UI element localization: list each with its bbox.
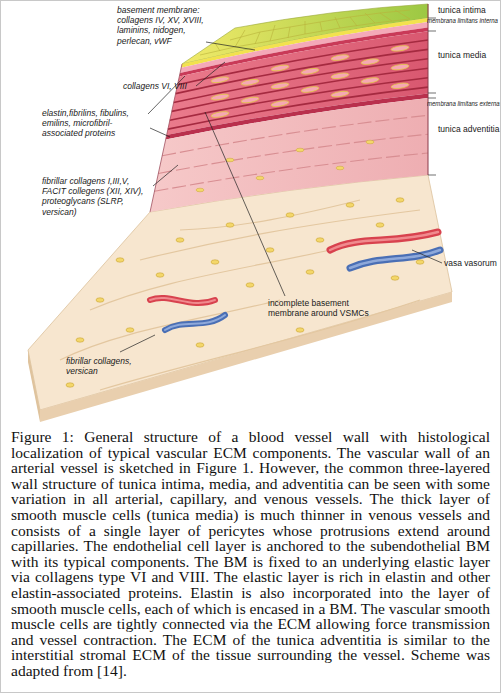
arteriole (330, 232, 438, 250)
fibroblast-cell (346, 203, 354, 207)
vasa-vasorum-vessels (150, 232, 440, 330)
tissue-side-face (28, 350, 40, 422)
vsmc (391, 45, 409, 52)
layer-label: tunica adventitia (438, 124, 499, 134)
layer-tick (428, 175, 436, 176)
leader-line (205, 112, 285, 296)
component-label: fibrillar collagens I,III,V, FACIT colle… (42, 176, 154, 217)
fibroblast-cell (196, 188, 204, 192)
fibroblast-cell (116, 258, 124, 262)
vsmc (211, 76, 230, 84)
leader-line (150, 128, 170, 137)
figure-caption: Figure 1: General structure of a blood v… (11, 429, 490, 679)
layer-ticks (428, 18, 436, 175)
vsmc (361, 77, 380, 85)
fibroblast-cell (196, 343, 204, 347)
fibroblast-cell (266, 248, 274, 252)
leader-line (206, 42, 255, 50)
component-label: collagens VI, VIII (123, 81, 213, 91)
stromal-tissue (28, 175, 452, 410)
fibroblast-cell (396, 198, 404, 202)
adventitial-fibers (155, 115, 429, 191)
layer-label: tunica intima (438, 5, 486, 15)
wall-cut-edge (428, 4, 429, 175)
tunica-adventitia-layer (150, 98, 428, 212)
arteriole-highlight (150, 298, 215, 303)
fibrillar-collagen (155, 153, 429, 191)
venule-highlight (350, 250, 440, 268)
venule (350, 250, 440, 268)
fibroblast-cell (156, 273, 164, 277)
leader-line (153, 165, 178, 186)
fibroblast-cell (96, 298, 104, 302)
fibrillar-collagen (162, 115, 428, 156)
layer-boundary-label: membrana limitans interna (427, 17, 498, 25)
tissue-front-face (40, 292, 452, 422)
fibroblast-cell (246, 283, 254, 287)
vsmc (361, 58, 380, 66)
component-label: elastin,fibrilins, fibulins, emilins, mi… (42, 108, 148, 139)
fibroblast-cell (76, 338, 84, 342)
fibroblast-cell (336, 166, 344, 170)
layer-tick (428, 98, 436, 99)
vsmc (211, 111, 230, 119)
layer-label: tunica media (438, 50, 486, 60)
arteriole-highlight (330, 232, 438, 250)
vsmc (391, 63, 409, 70)
fibroblast-cell (376, 223, 384, 227)
fibrillar-collagen (158, 134, 428, 173)
structure-label: incomplete basement membrane around VSMC… (268, 298, 390, 318)
venule-highlight (165, 315, 225, 330)
fibroblast-cell (296, 148, 304, 152)
fibroblast-cell (226, 223, 234, 227)
fibroblast-cell (211, 260, 219, 264)
collagen-fiber (100, 300, 420, 390)
tissue-cells (66, 198, 424, 387)
fibroblast-cell (366, 140, 374, 144)
vsmc (391, 82, 409, 89)
fibroblast-cell (391, 276, 399, 280)
layer-tick (428, 31, 436, 32)
arteriole (150, 298, 215, 303)
vsmc (271, 100, 290, 108)
vsmc (241, 96, 260, 104)
vsmc (331, 90, 350, 98)
fibroblast-cell (126, 328, 134, 332)
collagen-fiber (180, 200, 360, 230)
tissue-fibers (60, 200, 420, 390)
adventitial-cells (196, 140, 374, 192)
fibroblast-cell (226, 158, 234, 162)
fibroblast-cell (66, 383, 74, 387)
leader-line (196, 62, 225, 86)
leader-line (412, 250, 442, 263)
vsmc (301, 67, 320, 75)
layer-tick (428, 93, 436, 94)
vsmc (211, 93, 230, 101)
leader-lines (120, 42, 442, 352)
vsmc (331, 54, 350, 62)
component-label: fibrillar collagens, versican (66, 356, 146, 376)
vsmc (331, 72, 350, 80)
fibroblast-cell (256, 176, 264, 180)
fibroblast-cell (306, 270, 314, 274)
fibroblast-cell (416, 260, 424, 264)
vsmc (271, 64, 290, 72)
layer-boundary-label: membrana limitans externa (427, 100, 500, 108)
fibroblast-cell (296, 328, 304, 332)
component-label: basement membrane: collagens IV, XV, XVI… (117, 5, 217, 46)
fibroblast-cell (316, 238, 324, 242)
vsmc (271, 82, 290, 90)
fibroblast-cell (176, 238, 184, 242)
vsmc (301, 86, 320, 94)
vsmc (241, 78, 260, 86)
leader-line (120, 335, 155, 352)
structure-label: vasa vasorum (444, 258, 500, 268)
fibroblast-cell (286, 213, 294, 217)
venule (165, 315, 225, 330)
